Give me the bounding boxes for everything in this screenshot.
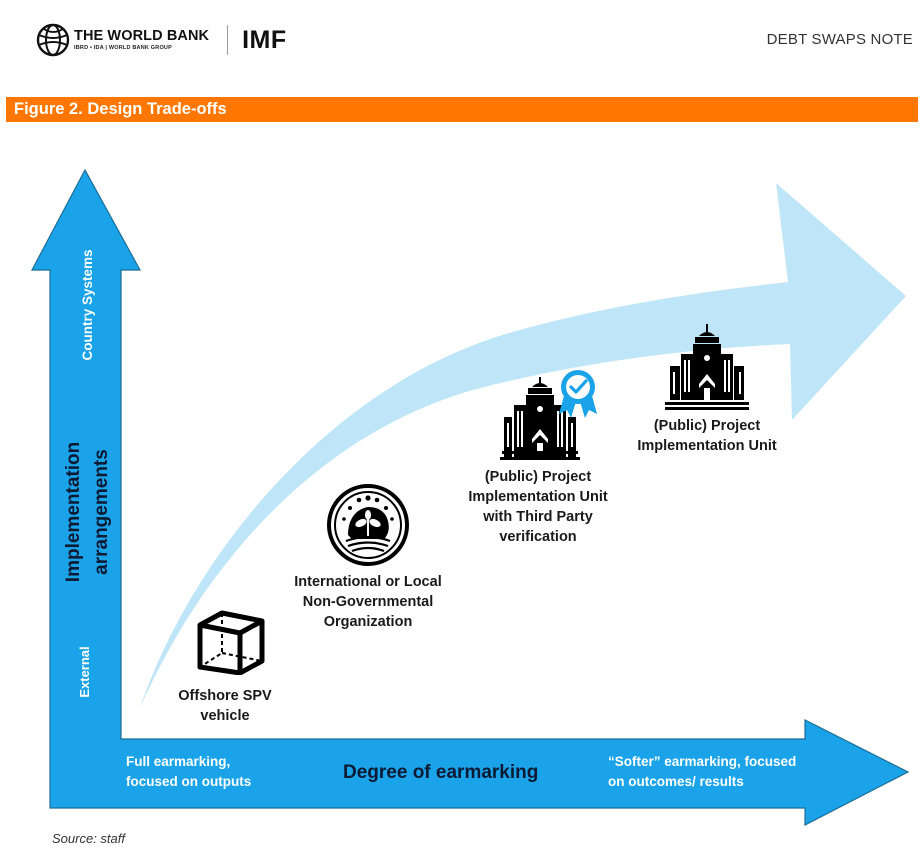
y-axis-title: Implementation arrangements	[60, 412, 120, 612]
logo-divider	[227, 25, 229, 55]
trend-arrow	[140, 183, 906, 708]
item-piu-label: (Public) Project Implementation Unit	[612, 416, 802, 456]
ngo-emblem-icon	[327, 484, 409, 566]
x-axis-right-label: “Softer” earmarking, focused on outcomes…	[608, 752, 796, 792]
item-piu-verified-label: (Public) Project Implementation Unit wit…	[448, 467, 628, 547]
y-axis-top-label: Country Systems	[80, 249, 95, 361]
label-line: (Public) Project	[653, 418, 761, 434]
x-axis-right-label-line1: “Softer” earmarking, focused	[608, 754, 797, 769]
item-offshore-spv-label: Offshore SPV vehicle	[150, 686, 300, 726]
government-building-verified-icon	[500, 377, 580, 460]
label-line: verification	[499, 529, 577, 545]
x-axis-right-label-line2: on outcomes/ results	[608, 774, 744, 789]
x-axis-left-label: Full earmarking, focused on outputs	[126, 752, 251, 792]
figure-source: Source: staff	[52, 831, 125, 846]
label-line: (Public) Project	[484, 469, 592, 485]
x-axis-left-label-line2: focused on outputs	[126, 774, 252, 789]
figure-title-bar	[6, 97, 918, 122]
label-line: with Third Party	[483, 509, 593, 525]
y-axis-arrow	[31, 168, 910, 826]
y-axis-bottom-label: External	[77, 646, 92, 698]
y-axis-title-line2: arrangements	[91, 449, 112, 575]
y-axis-title-line1: Implementation	[63, 441, 84, 583]
figure-title: Figure 2. Design Trade-offs	[14, 100, 227, 118]
item-ngo-label: International or Local Non-Governmental …	[278, 572, 458, 632]
government-building-icon	[665, 324, 749, 410]
label-line: Implementation Unit	[468, 489, 608, 505]
verified-badge-icon	[559, 370, 597, 418]
label-line: vehicle	[200, 708, 250, 724]
label-line: Organization	[323, 614, 413, 630]
x-axis-title: Degree of earmarking	[343, 762, 539, 783]
imf-logo: IMF	[242, 25, 287, 54]
label-line: Implementation Unit	[637, 438, 777, 454]
document-label: DEBT SWAPS NOTE	[766, 31, 913, 48]
x-axis-left-label-line1: Full earmarking,	[126, 754, 231, 769]
label-line: International or Local	[294, 574, 442, 590]
world-bank-name: THE WORLD BANK	[74, 28, 210, 44]
label-line: Non-Governmental	[302, 594, 434, 610]
world-bank-logo: THE WORLD BANK IBRD • IDA | WORLD BANK G…	[36, 22, 287, 58]
world-bank-subtitle: IBRD • IDA | WORLD BANK GROUP	[74, 44, 172, 51]
cube-icon	[197, 610, 265, 675]
label-line: Offshore SPV	[178, 688, 272, 704]
globe-icon	[36, 23, 70, 57]
